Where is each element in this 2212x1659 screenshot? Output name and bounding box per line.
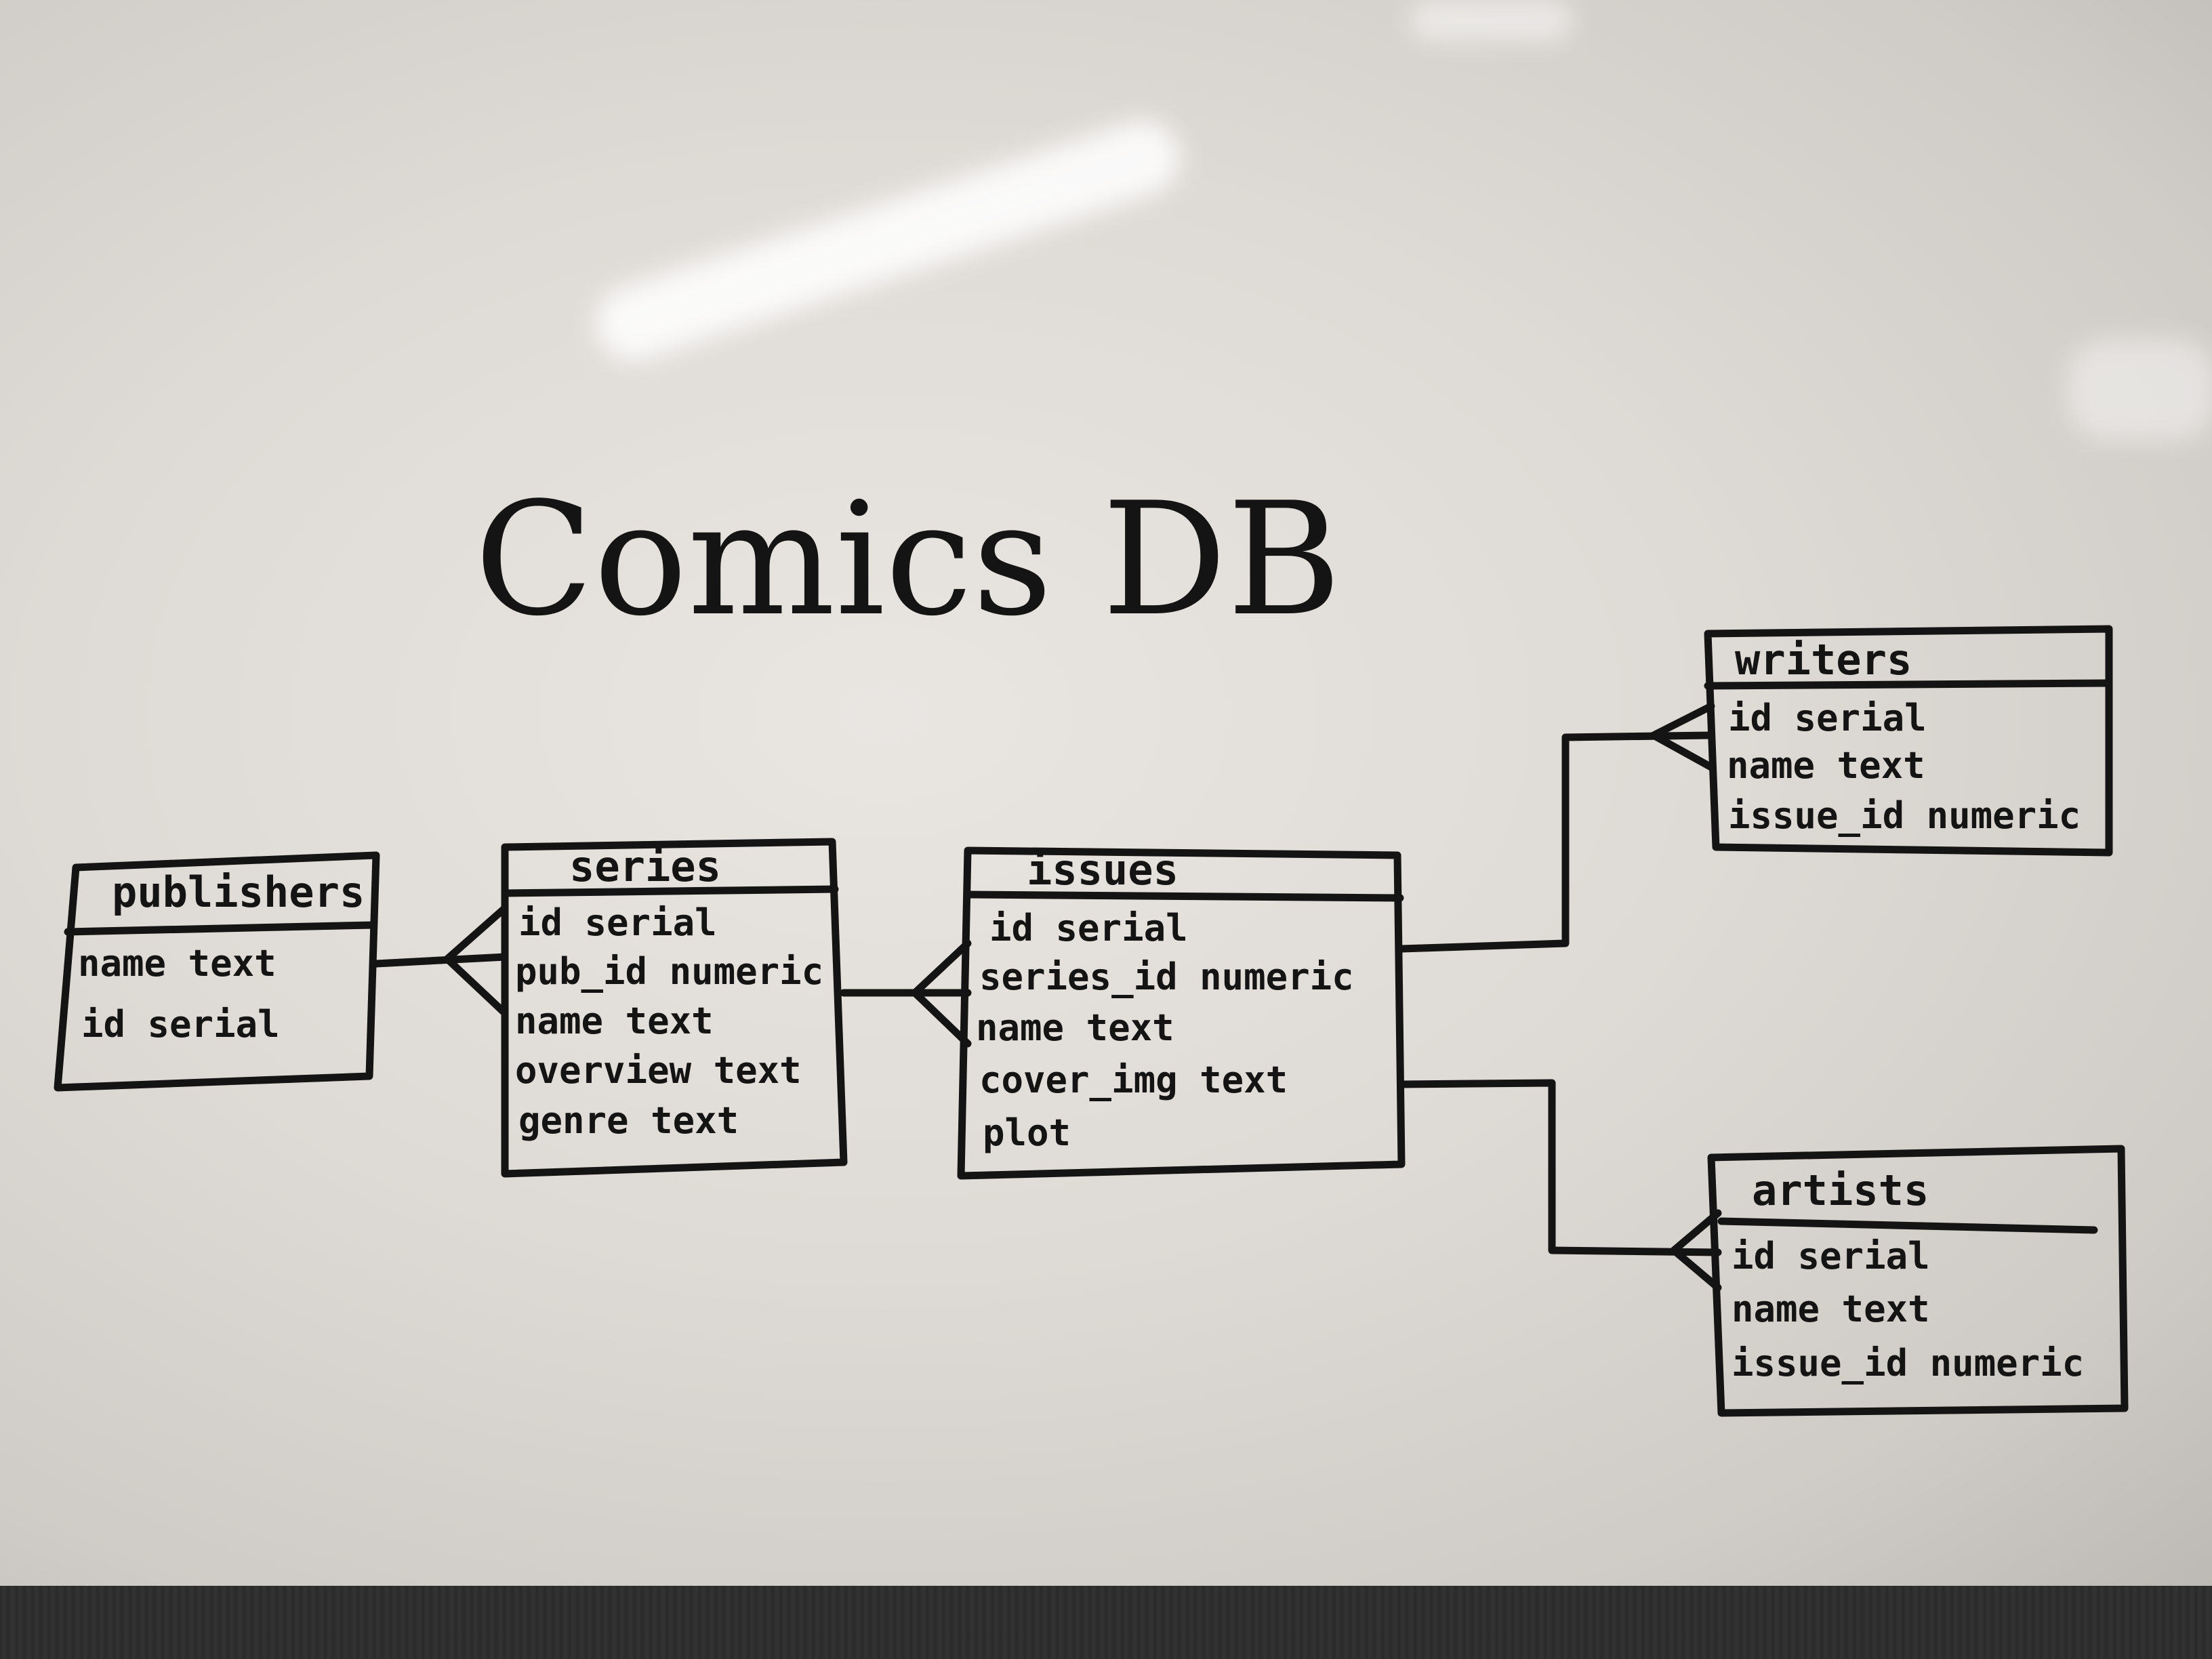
writers-field: issue_id numeric (1728, 794, 2081, 837)
issues-box (957, 846, 1406, 1180)
publishers-table-name: publishers (112, 867, 365, 917)
relationship-series-issues (840, 939, 972, 1048)
publishers-field: name text (78, 942, 276, 985)
issues-field: id serial (989, 907, 1188, 949)
series-field: id serial (518, 901, 717, 944)
writers-header-divider (1704, 679, 2113, 690)
series-box (501, 838, 848, 1178)
relationship-issues-writers (1397, 702, 1715, 953)
issues-field: series_id numeric (979, 956, 1354, 998)
artists-field: issue_id numeric (1732, 1342, 2084, 1385)
crowfoot-icon (1670, 1209, 1722, 1292)
writers-table-name: writers (1735, 635, 1912, 684)
issues-header-divider (964, 890, 1404, 902)
series-field: overview text (515, 1049, 802, 1092)
artists-box (1707, 1145, 2129, 1417)
writers-box (1704, 625, 2113, 857)
artists-header-divider (1717, 1217, 2098, 1234)
publishers-header-divider (64, 921, 377, 936)
series-field: pub_id numeric (515, 950, 823, 993)
relationship-issues-artists (1397, 1079, 1722, 1292)
artists-field: name text (1732, 1288, 1930, 1330)
crowfoot-icon (443, 904, 509, 1017)
issues-field: name text (976, 1006, 1174, 1049)
writers-field: id serial (1728, 697, 1927, 739)
series-field: genre text (518, 1099, 739, 1142)
issues-field: plot (983, 1111, 1071, 1154)
relationship-publishers-series (372, 904, 509, 1017)
diagram-title: Comics DB (474, 470, 1342, 651)
light-glare-right (2067, 339, 2212, 441)
issues-field: cover_img text (979, 1059, 1288, 1101)
table-series: series id serial pub_id numeric name tex… (501, 838, 848, 1178)
writers-field: name text (1727, 744, 1925, 787)
relationship-line (372, 953, 509, 968)
crowfoot-icon (911, 939, 972, 1048)
crowfoot-icon (1650, 702, 1715, 771)
whiteboard (0, 0, 2212, 1586)
publishers-field: id serial (81, 1003, 280, 1046)
table-artists: artists id serial name text issue_id num… (1707, 1145, 2129, 1417)
table-writers: writers id serial name text issue_id num… (1704, 625, 2113, 857)
relationship-line (1397, 1079, 1722, 1256)
relationship-line (1397, 731, 1715, 953)
board-frame-edge (0, 1586, 2212, 1659)
publishers-box (54, 851, 380, 1092)
series-field: name text (515, 1000, 714, 1042)
artists-field: id serial (1732, 1235, 1930, 1277)
light-glare-small (1410, 0, 1572, 41)
table-publishers: publishers name text id serial (54, 851, 380, 1092)
artists-table-name: artists (1752, 1166, 1929, 1215)
issues-table-name: issues (1027, 845, 1179, 895)
table-issues: issues id serial series_id numeric name … (957, 845, 1406, 1180)
series-table-name: series (569, 842, 721, 891)
series-header-divider (501, 885, 839, 897)
